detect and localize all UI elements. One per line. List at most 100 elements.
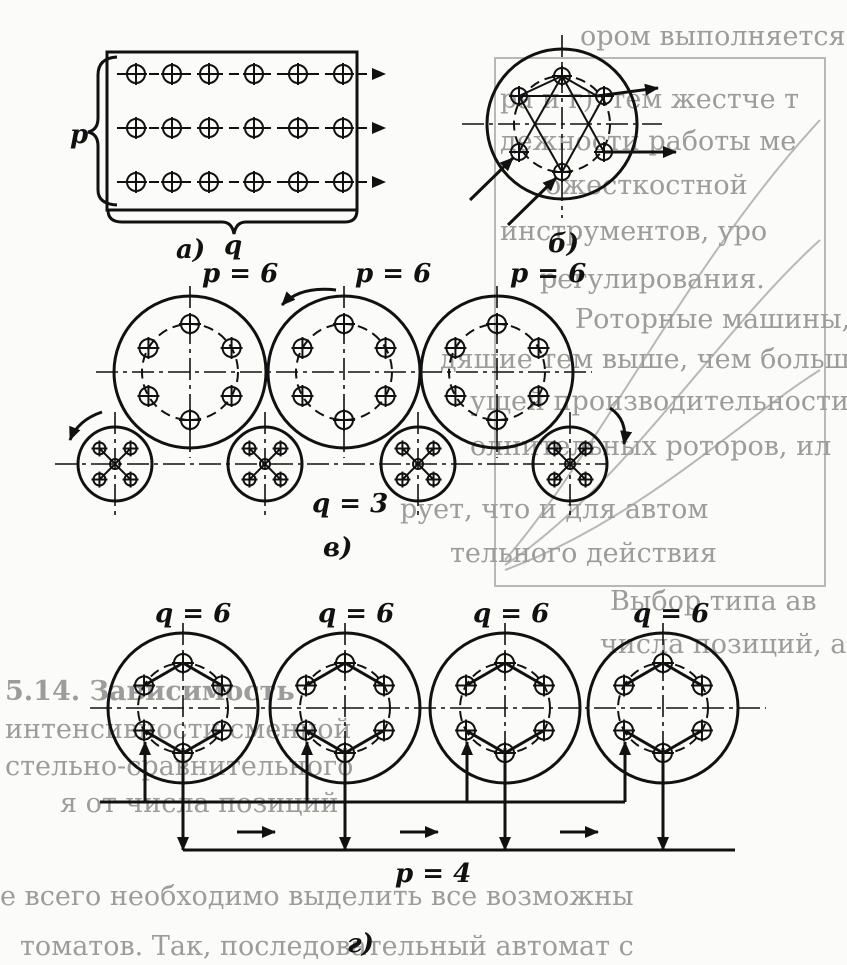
rotor-position-5 [613, 719, 636, 742]
row-3-position-2 [161, 171, 183, 193]
rotor-position-5 [137, 385, 160, 407]
row-2-position-1 [125, 117, 147, 139]
row-2-position-4 [243, 117, 265, 139]
q-brace-label: q [224, 231, 242, 261]
tool-link-6 [305, 661, 346, 687]
rotor-position-2 [690, 674, 713, 697]
star-spoke-4 [569, 447, 587, 465]
rotor-position-6 [613, 674, 636, 697]
panel-a-frame [105, 50, 359, 212]
tool-link-3 [504, 729, 545, 755]
panel-b-link-2 [518, 75, 563, 153]
row-2-position-2 [161, 117, 183, 139]
panel-b-arrow-out-1 [596, 83, 659, 98]
transport-pocket-2 [546, 471, 563, 488]
row-1-position-6 [332, 63, 354, 85]
star-spoke-4 [417, 447, 435, 465]
rotor-position-3 [372, 719, 395, 742]
parallel-rotor-4 [586, 623, 740, 793]
row-3-position-6 [332, 171, 354, 193]
bleed-line-6: регулирования. [540, 264, 765, 295]
transport-pocket-1 [425, 471, 442, 488]
star-spoke-4 [114, 447, 132, 465]
row-1-position-1 [125, 63, 147, 85]
bleed-line-1: ором выполняется (в [580, 21, 847, 52]
bleed-line-17: стельно-сравнительного [5, 751, 353, 782]
transport-pocket-3 [394, 440, 411, 457]
process-rotor-1 [112, 286, 268, 458]
transport-hub [564, 458, 576, 470]
rotor-position-4 [486, 409, 508, 431]
transport-pocket-1 [272, 471, 289, 488]
label-q6-1: q = 6 [155, 599, 231, 629]
label-q6-2: q = 6 [318, 599, 394, 629]
process-rotor-2 [266, 286, 422, 458]
transport-rotor-3 [379, 412, 457, 516]
transport-pocket-4 [577, 440, 594, 457]
star-spoke-1 [264, 463, 282, 481]
star-spoke-3 [248, 447, 266, 465]
label-p6-1: p = 6 [202, 259, 278, 289]
tool-link-4 [465, 729, 506, 755]
star-spoke-1 [114, 463, 132, 481]
caption-g: г) [347, 929, 374, 959]
row-2-position-6 [332, 117, 354, 139]
bleed-line-8: дящие тем выше, чем больше [440, 344, 847, 375]
panel-b-arrow-in-1 [468, 156, 515, 202]
p-brace [87, 55, 118, 207]
label-p6-3: p = 6 [510, 259, 586, 289]
transport-hub [412, 458, 424, 470]
panel-g-parallel-rotors: q = 6 q = 6 q = 6 q = 6 p = 4 г) [90, 599, 766, 959]
rotation-arrow-right [609, 406, 633, 445]
row-3-position-5 [287, 171, 309, 193]
bleed-line-11: рует, что и для автом [400, 494, 708, 525]
tool-link-6 [623, 661, 664, 687]
panel-b-link-3 [518, 95, 563, 173]
tool-link-6 [143, 661, 184, 687]
tool-link-4 [143, 729, 184, 755]
row-1-position-3 [198, 63, 220, 85]
transport-pocket-1 [577, 471, 594, 488]
rotor-position-3 [210, 719, 233, 742]
rotor-position-6 [137, 337, 160, 359]
label-p4: p = 4 [395, 859, 471, 889]
rotor-position-1 [333, 313, 355, 335]
rotation-arrow-left [68, 410, 103, 441]
rotor-position-4 [333, 409, 355, 431]
rotor-position-1 [494, 652, 516, 674]
rotor-position-1 [172, 652, 194, 674]
star-spoke-2 [248, 463, 266, 481]
tool-link-1 [182, 661, 223, 687]
rotor-position-2 [210, 674, 233, 697]
tool-link-6 [465, 661, 506, 687]
tool-link-3 [662, 729, 703, 755]
rotor-position-4 [179, 409, 201, 431]
label-q3: q = 3 [312, 489, 388, 519]
q-brace [106, 209, 359, 235]
star-spoke-3 [553, 447, 571, 465]
star-spoke-3 [98, 447, 116, 465]
panel-a-rows [117, 63, 386, 193]
rotor-position-6 [295, 674, 318, 697]
panel-v-process-rotors [112, 286, 575, 458]
row-1-position-4 [243, 63, 265, 85]
rotor-position-5 [444, 385, 467, 407]
row-3-position-3 [198, 171, 220, 193]
transport-pocket-4 [122, 440, 139, 457]
tool-link-3 [182, 729, 223, 755]
tool-link-1 [504, 661, 545, 687]
bleed-line-12: тельного действия [450, 538, 717, 569]
rotor-position-5 [133, 719, 156, 742]
bleed-line-16: интенсивности сменной [5, 714, 351, 745]
tool-link-1 [662, 661, 703, 687]
star-spoke-2 [401, 463, 419, 481]
process-rotor-3 [419, 286, 575, 458]
ghost-plot-frame [494, 57, 826, 587]
rotor-position-6 [455, 674, 478, 697]
rotor-position-3 [690, 719, 713, 742]
panel-b-rotary: б) [462, 35, 677, 259]
row-3-position-1 [125, 171, 147, 193]
rotor-position-1 [652, 652, 674, 674]
